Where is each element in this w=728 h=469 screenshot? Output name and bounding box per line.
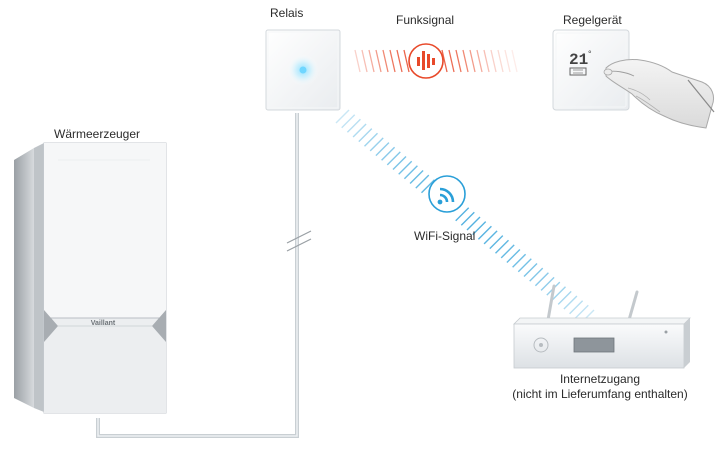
wifi-beam-stroke: [506, 249, 521, 263]
relay-device: [265, 29, 341, 111]
wifi-beam-stroke: [472, 221, 487, 236]
wifi-signal-label: WiFi-Signal: [414, 229, 476, 243]
wifi-beam-stroke: [477, 225, 492, 240]
wifi-beam-stroke: [335, 109, 350, 124]
wifi-beam-stroke: [495, 239, 509, 254]
wifi-beam-stroke: [460, 211, 475, 226]
wifi-beam-stroke: [517, 258, 532, 273]
boiler-device: Vaillant: [14, 142, 167, 414]
wifi-beam-stroke: [483, 230, 498, 245]
wifi-beam-stroke: [375, 142, 390, 157]
relay-label: Relais: [270, 6, 304, 20]
wifi-signal-beam: [335, 109, 595, 324]
wifi-beam-stroke: [421, 179, 435, 194]
wifi-beam-stroke: [534, 272, 549, 287]
wifi-beam-stroke: [557, 290, 572, 305]
wifi-beam-stroke: [358, 128, 373, 143]
internet-access-label: Internetzugang: [559, 372, 641, 386]
hand-illustration: [603, 59, 715, 129]
wifi-beam-stroke: [569, 300, 584, 315]
wifi-beam-stroke: [563, 295, 578, 310]
wifi-beam-stroke: [455, 207, 470, 222]
wifi-beam-stroke: [512, 253, 527, 268]
wifi-arcs-icon: [428, 175, 466, 213]
thermostat-device: 21 °: [552, 29, 630, 111]
thermostat-value: 21: [569, 51, 588, 69]
boiler-brand-mark: Vaillant: [91, 320, 116, 327]
wifi-beam-stroke: [346, 118, 361, 133]
wifi-beam-stroke: [369, 137, 384, 152]
wifi-beam-stroke: [381, 146, 396, 161]
wifi-beam-stroke: [415, 174, 430, 189]
wifi-beam-stroke: [352, 123, 367, 138]
wifi-beam-stroke: [364, 132, 378, 147]
wifi-beam-stroke: [341, 114, 356, 129]
controller-label: Regelgerät: [563, 13, 622, 27]
thermostat-unit: °: [588, 49, 592, 59]
wifi-beam-stroke: [392, 156, 407, 170]
wifi-beam-stroke: [529, 267, 544, 282]
wifi-beam-stroke: [409, 170, 424, 184]
wifi-beam-stroke: [398, 160, 413, 175]
radio-signal-label: Funksignal: [396, 13, 455, 27]
wifi-beam-stroke: [489, 235, 504, 250]
wifi-beam-stroke: [466, 216, 481, 231]
wifi-beam-stroke: [500, 244, 515, 259]
connection-cable: [96, 113, 312, 438]
radio-signal-beam: [354, 49, 518, 73]
router-device: [513, 284, 691, 369]
wifi-beam-stroke: [386, 151, 401, 166]
heat-generator-label: Wärmeerzeuger: [54, 127, 141, 141]
wifi-beam-stroke: [574, 304, 589, 319]
wifi-beam-stroke: [540, 276, 555, 291]
wifi-beam-stroke: [552, 286, 566, 301]
wifi-beam-stroke: [403, 165, 418, 180]
signal-bars-icon: [408, 43, 444, 79]
wifi-beam-stroke: [523, 263, 538, 277]
internet-access-note: (nicht im Lieferumfang enthalten): [512, 387, 688, 401]
